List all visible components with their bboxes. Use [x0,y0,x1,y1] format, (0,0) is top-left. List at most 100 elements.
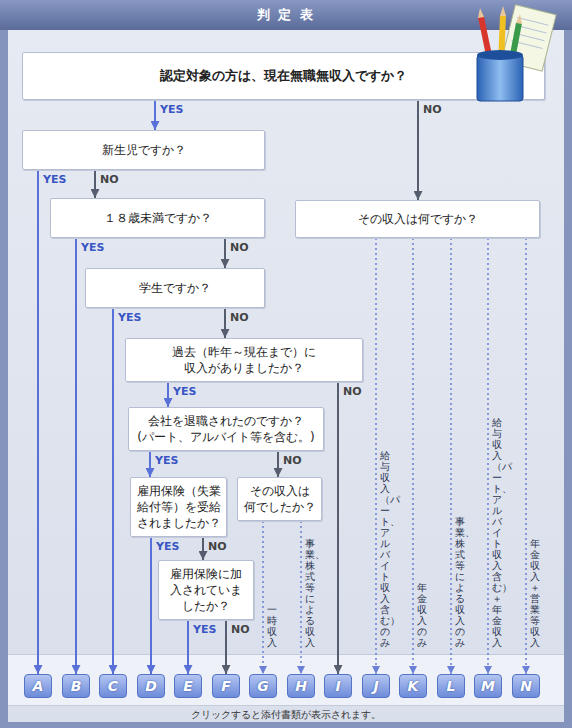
flow-arrow [167,382,169,407]
memo-rule [517,17,548,25]
pencil-cup-icon [461,3,561,103]
question-text: 学生ですか？ [91,280,259,296]
flow-arrow [300,521,302,674]
income-label: 年金収入＋営業等収入 [530,538,540,648]
result-letter: C [100,678,126,695]
question-box: 学生ですか？ [85,268,265,308]
answer-label: NO [230,312,249,323]
flow-arrow [337,382,339,674]
result-box: C [99,674,127,698]
flow-arrow [277,451,279,477]
question-text: 雇用保険に加 入されていま したか？ [164,566,248,615]
flow-arrow [375,238,377,674]
flow-arrow [154,100,156,130]
result-letter: E [175,678,201,695]
question-box: 認定対象の方は、現在無職無収入ですか？ [22,52,545,100]
answer-label: YES [160,104,183,115]
flow-arrow [187,620,189,674]
answer-label: NO [283,455,302,466]
answer-label: YES [155,455,178,466]
flow-arrow [75,238,77,674]
question-box: 会社を退職されたのですか？ (パート、アルバイト等を含む。) [128,407,324,451]
answer-label: YES [81,242,104,253]
title-bar: 判 定 表 [0,0,572,30]
flow-arrow [450,238,452,674]
income-label: 事業、株式等による収入のみ [455,516,465,648]
answer-label: YES [43,174,66,185]
result-box: I [324,674,352,698]
answer-label: NO [208,541,227,552]
income-label: 年金収入のみ [417,582,427,648]
result-box: K [399,674,427,698]
result-box: J [362,674,390,698]
pencil-tip [500,6,506,16]
answer-label: NO [230,242,249,253]
result-letter: D [138,678,164,695]
question-box: 過去（昨年～現在まで）に 収入がありましたか？ [125,338,363,382]
flow-arrow [224,308,226,338]
flow-arrow [112,308,114,674]
answer-label: YES [193,624,216,635]
question-box: 雇用保険に加 入されていま したか？ [158,560,254,620]
flow-arrow [202,537,204,560]
result-box: D [137,674,165,698]
result-box: B [62,674,90,698]
caption: クリックすると添付書類が表示されます。 [0,709,572,721]
result-letter: M [475,678,501,695]
result-box: F [212,674,240,698]
income-label: 事業、株式等による収入 [305,538,315,648]
result-box: A [24,674,52,698]
question-text: 過去（昨年～現在まで）に 収入がありましたか？ [131,344,357,376]
question-text: 会社を退職されたのですか？ (パート、アルバイト等を含む。) [134,413,318,445]
result-letter: A [25,678,51,695]
chart-title: 判 定 表 [0,0,572,30]
flow-arrow [487,238,489,674]
result-box: N [512,674,540,698]
flow-arrow [412,238,414,674]
flow-arrow [225,620,227,674]
flow-arrow [94,170,96,198]
result-letter: H [288,678,314,695]
answer-label: NO [343,386,362,397]
answer-label: YES [156,541,179,552]
result-letter: I [325,678,351,695]
pencil-tip [516,14,522,24]
question-box: １８歳未満ですか？ [50,198,265,238]
question-text: その収入は 何でしたか？ [243,483,316,515]
income-label: 一時収入 [267,604,277,648]
flow-arrow [525,238,527,674]
result-box: G [249,674,277,698]
answer-label: NO [231,624,250,635]
answer-label: NO [423,104,442,115]
answer-label: NO [100,174,119,185]
income-label: 給与収入（パート、アルバイト収入含む）＋年金収入 [492,417,502,648]
result-letter: B [63,678,89,695]
flow-arrow [224,238,226,268]
question-box: その収入は何ですか？ [295,200,540,238]
question-text: １８歳未満ですか？ [56,210,259,226]
result-letter: L [438,678,464,695]
result-letter: G [250,678,276,695]
question-text: 雇用保険（失業 給付等）を受給 されましたか？ [136,483,221,532]
pencil-cup [477,55,523,101]
flow-arrow [417,100,419,200]
result-letter: F [213,678,239,695]
flow-arrow [150,537,152,674]
question-box: その収入は 何でしたか？ [237,477,322,521]
question-box: 雇用保険（失業 給付等）を受給 されましたか？ [130,477,227,537]
flow-arrow [37,170,39,674]
result-letter: K [400,678,426,695]
result-box: M [474,674,502,698]
question-text: 認定対象の方は、現在無職無収入ですか？ [28,67,539,85]
result-letter: J [363,678,389,695]
result-letter: N [513,678,539,695]
question-text: 新生児ですか？ [28,142,259,158]
result-box: H [287,674,315,698]
answer-label: YES [173,386,196,397]
result-box: L [437,674,465,698]
flow-arrow [149,451,151,477]
income-label: 給与収入（パート、アルバイト収入含む）のみ [380,450,390,648]
pencil-tip [478,8,484,18]
cup-rim [477,50,523,60]
